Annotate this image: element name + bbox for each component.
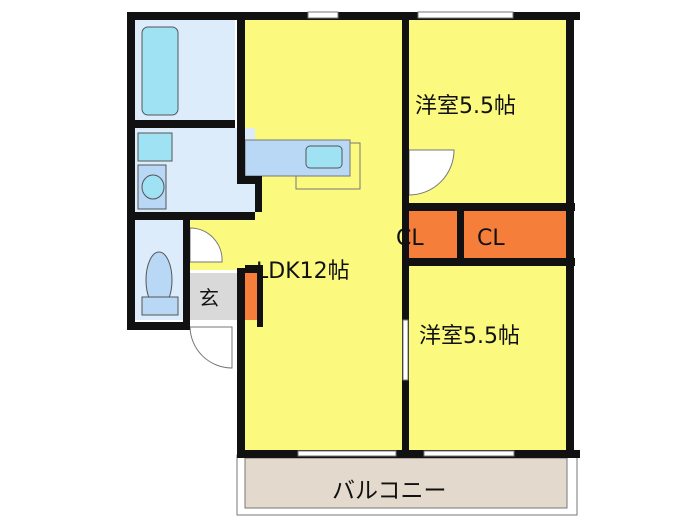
shoe-closet xyxy=(245,272,257,320)
windows xyxy=(297,11,515,457)
washbasin xyxy=(137,132,173,162)
closet-right xyxy=(464,211,567,258)
walls xyxy=(127,12,580,458)
washer-drum xyxy=(141,174,165,200)
balcony xyxy=(244,457,568,509)
kitchen-outline xyxy=(295,142,361,190)
door-toilet xyxy=(189,227,223,263)
kitchen-sink xyxy=(305,145,343,169)
toilet-tank xyxy=(141,296,179,316)
door-entrance xyxy=(189,326,233,369)
bathtub xyxy=(141,26,179,116)
entrance-label: 玄 xyxy=(199,286,219,310)
western-room-lower xyxy=(409,265,567,450)
closet-left xyxy=(409,211,457,258)
western-room-upper-label: 洋室5.5帖 xyxy=(415,94,516,119)
entrance xyxy=(190,273,237,320)
ldk-label: LDK12帖 xyxy=(256,259,350,284)
western-room-lower-label: 洋室5.5帖 xyxy=(419,324,520,349)
balcony-label: バルコニー xyxy=(332,478,447,504)
closet-right-label: CL xyxy=(477,226,505,251)
ldk-room xyxy=(245,20,402,450)
closet-left-label: CL xyxy=(396,226,424,251)
door-upper-room xyxy=(408,149,455,196)
